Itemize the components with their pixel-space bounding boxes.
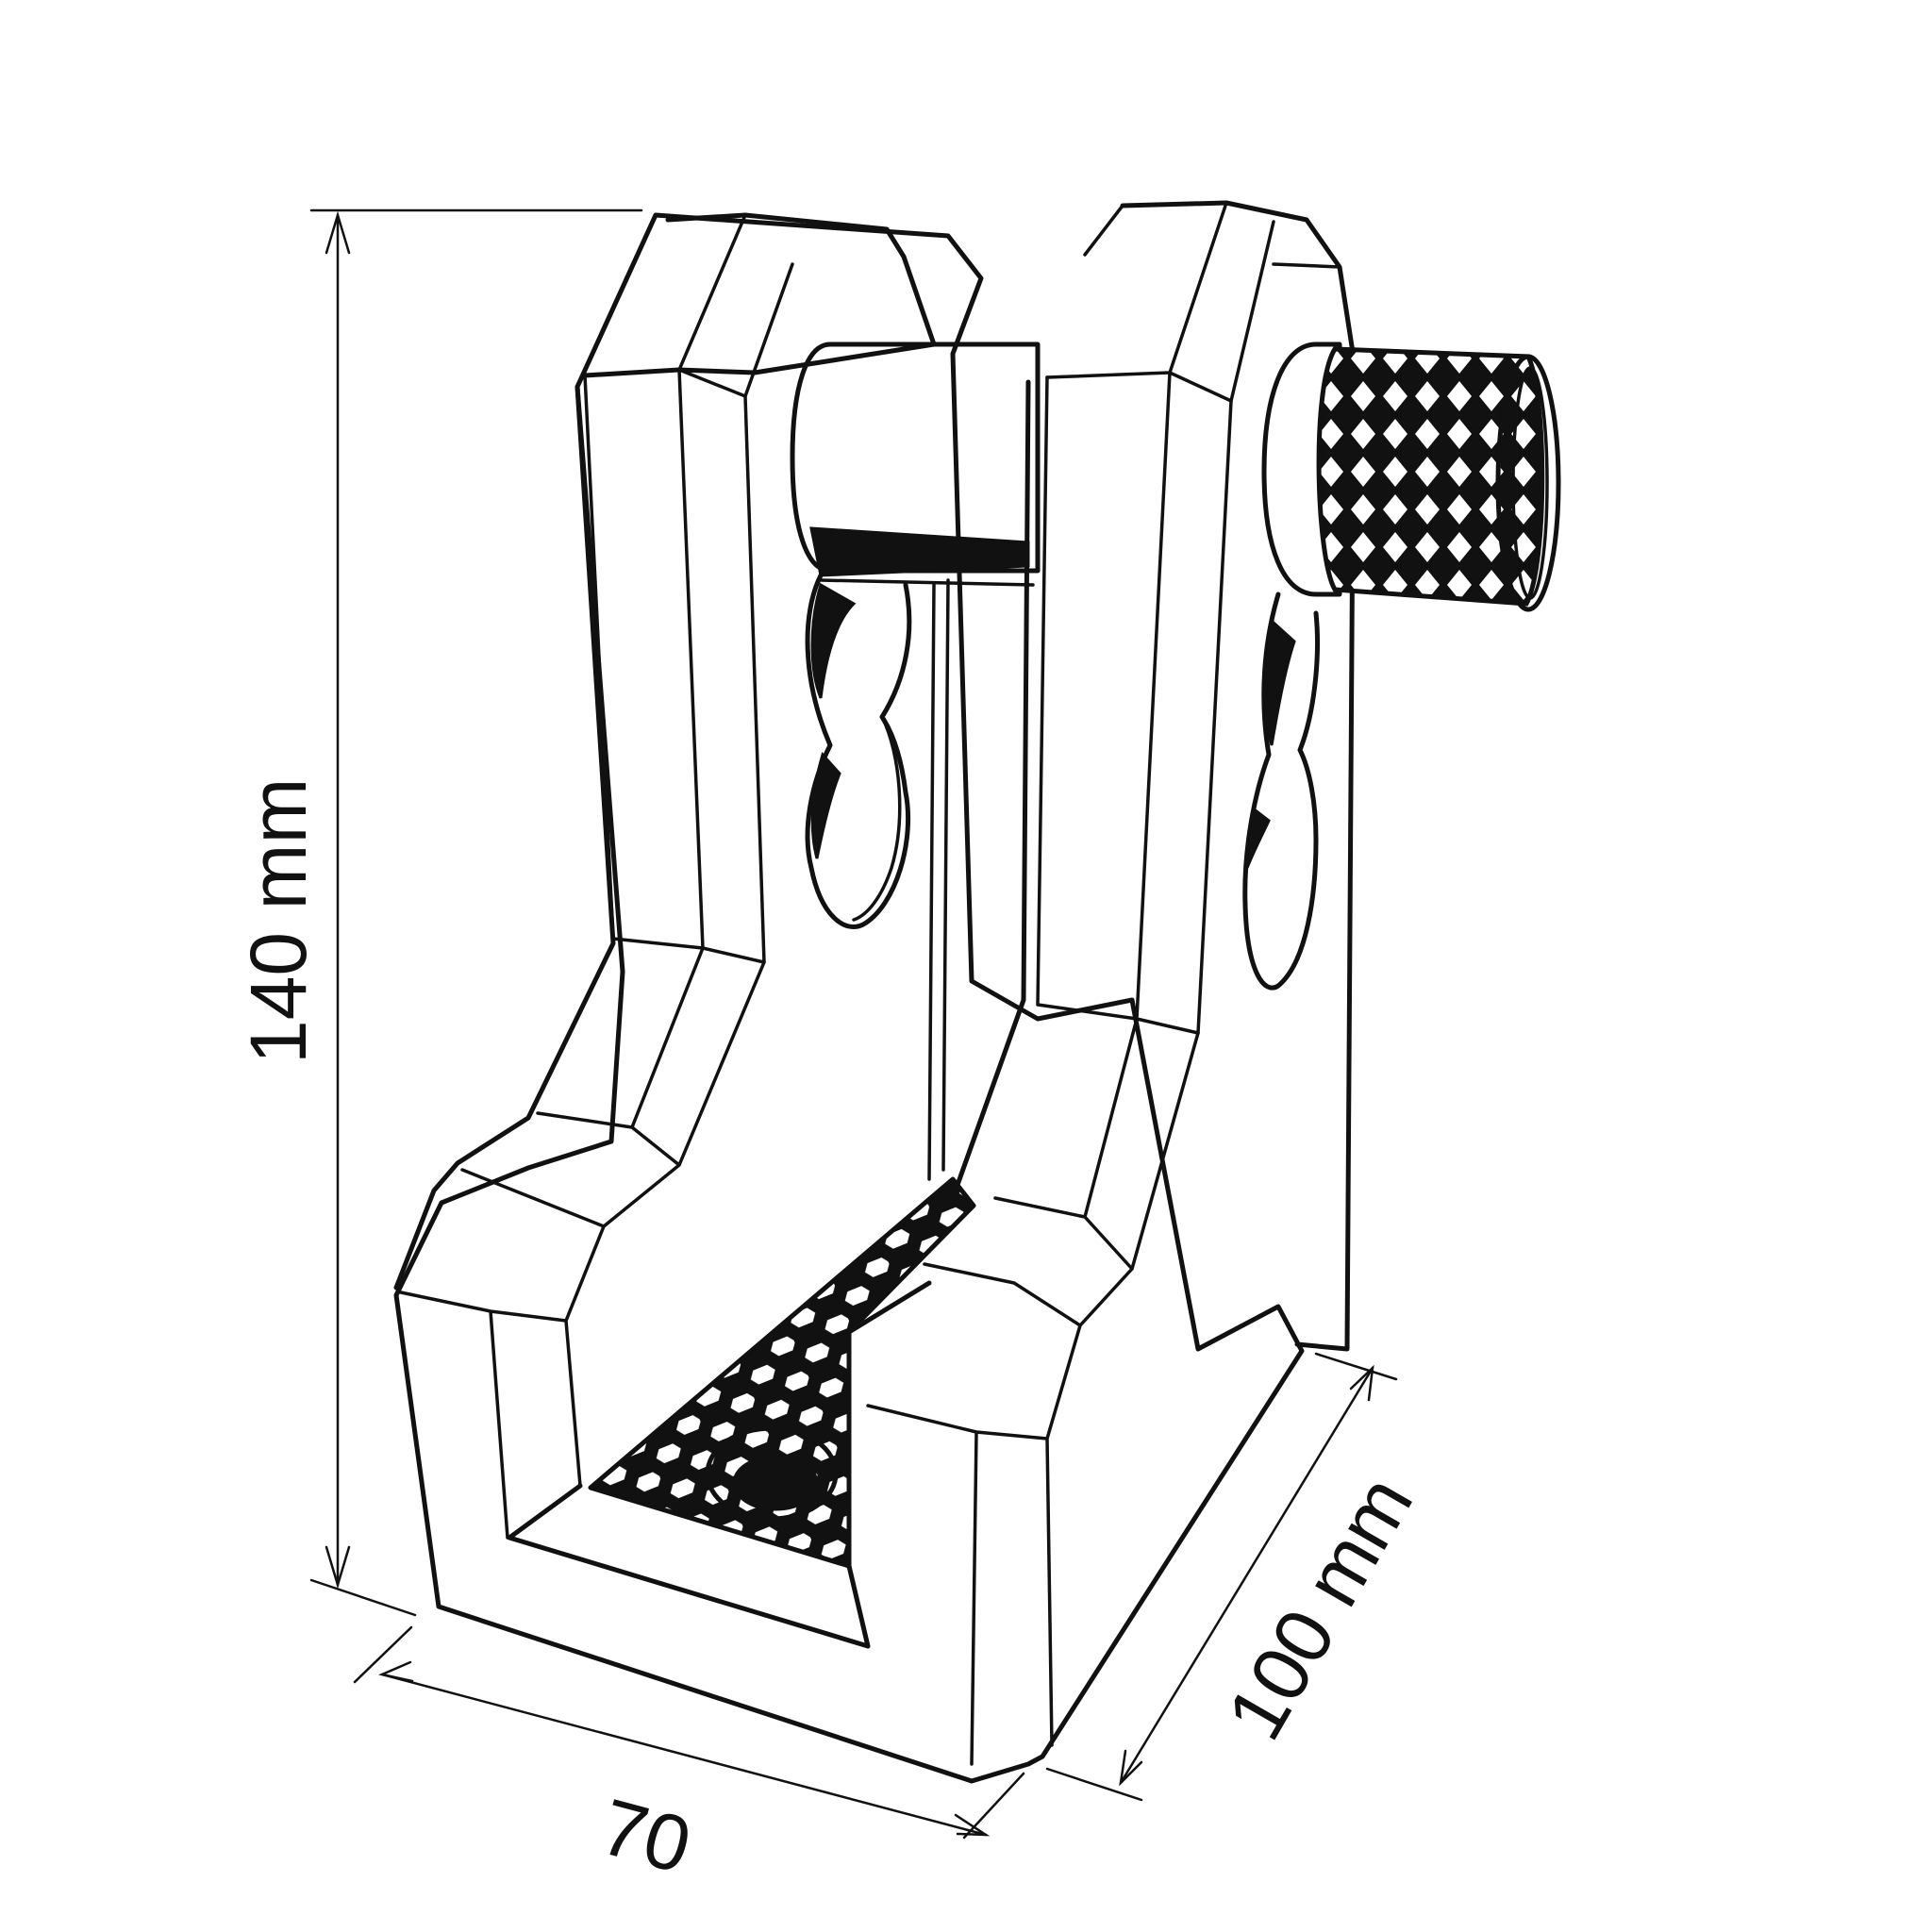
base-block-outline: [393, 212, 1305, 1784]
width-label: 70: [591, 1782, 700, 1890]
honeycomb-plate-outline: [588, 1176, 976, 1569]
depth-front-extension-line: [1045, 1767, 1143, 1802]
holder-body: [393, 200, 1357, 1784]
height-arrow-top: [325, 210, 351, 255]
width-arrow-left: [377, 1660, 414, 1683]
crossbar-shadow: [809, 526, 1030, 577]
screw-end-face-inner: [1511, 366, 1549, 600]
inner-back-wall: [927, 380, 1030, 1181]
left-keyhole-slot: [805, 573, 912, 929]
right-keyhole-outline: [1242, 591, 1320, 991]
right-keyhole-slot: [1242, 591, 1320, 991]
crossbar-bottom-edge: [819, 578, 1035, 587]
depth-dimension: 100 mm: [1045, 1352, 1429, 1802]
height-bottom-extension-line: [309, 1578, 417, 1617]
screw-boss: [1261, 341, 1342, 597]
width-arrow-right: [954, 1813, 991, 1837]
right-arm-lower-bevel: [866, 1017, 1200, 1766]
height-dimension: 140 mm: [234, 208, 643, 1617]
width-right-extension-line: [962, 1772, 1025, 1840]
front-slot-outline: [507, 1280, 932, 1649]
depth-dimension-line: [1119, 1366, 1374, 1785]
left-arm-front-bevel: [583, 368, 766, 964]
crossbar-rod: [790, 341, 1041, 587]
left-keyhole-shadow-bottom: [810, 752, 841, 859]
right-keyhole-shadow-bottom: [1245, 808, 1271, 869]
right-arm-top-ridge: [1045, 201, 1341, 403]
mounting-hole: [732, 1455, 819, 1511]
width-left-extension-line: [353, 1625, 413, 1684]
left-keyhole-shadow-top: [810, 582, 857, 699]
right-arm-front-bevel: [1036, 371, 1233, 1035]
depth-arrow-top: [1349, 1364, 1374, 1402]
left-keyhole-inner-edge: [852, 715, 902, 922]
knurled-grip: [1316, 346, 1545, 607]
depth-label: 100 mm: [1209, 1461, 1429, 1754]
height-label: 140 mm: [234, 778, 323, 1064]
honeycomb-plate: [588, 1176, 976, 1569]
depth-back-extension-line: [1314, 1352, 1398, 1381]
screw-end-face: [1495, 354, 1561, 612]
width-dimension-line: [380, 1673, 988, 1837]
right-keyhole-shadow-top: [1264, 620, 1296, 746]
knurled-thumb-screw: [1261, 341, 1561, 612]
left-arm-top-face: [582, 212, 937, 378]
height-arrow-bottom: [325, 1545, 351, 1590]
width-dimension: 70: [353, 1625, 1025, 1890]
depth-arrow-bottom: [1119, 1749, 1143, 1787]
left-arm-lower-bevel: [399, 946, 766, 1540]
mounting-hole-rim: [705, 1425, 839, 1522]
